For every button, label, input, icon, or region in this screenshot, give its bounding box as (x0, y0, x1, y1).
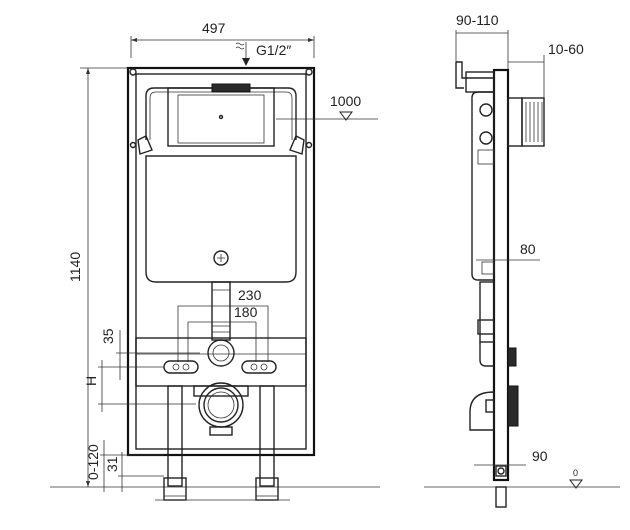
dim-90-label: 90 (532, 448, 548, 464)
frame-inner (135, 73, 307, 450)
dim-90: 90 (474, 448, 548, 466)
frame-outer (126, 66, 316, 457)
side-outlet-elbow (469, 391, 495, 431)
depth-label: 90-110 (456, 12, 499, 28)
cistern-logo-icon (213, 250, 229, 266)
dim-35: 35 (100, 328, 200, 380)
anchor-slot-left (163, 360, 199, 374)
dim-h-label: H (83, 376, 99, 386)
dim-180-label: 180 (234, 304, 258, 320)
side-frame (492, 68, 510, 482)
depth-dimension: 90-110 (455, 12, 509, 78)
level-1000-marker: 1000 (276, 93, 378, 121)
dim-230-label: 230 (238, 287, 262, 303)
inlet-label: G1/2″ (256, 42, 291, 58)
level-1000-label: 1000 (330, 93, 361, 109)
dim-31: 31 (104, 452, 164, 492)
leg-right (259, 385, 275, 487)
front-view: 497 G1/2″ 1140 (50, 20, 380, 501)
inlet-arrow-icon (242, 58, 250, 66)
flush-plate-wall (507, 97, 523, 147)
cistern-tank (145, 155, 297, 283)
width-dimension: 497 (130, 20, 315, 58)
side-cistern (471, 91, 495, 281)
dim-80-label: 80 (520, 241, 536, 257)
dim-230: 230 (177, 287, 269, 362)
anchor-slot-right (241, 360, 277, 374)
dim-h: H (83, 360, 196, 412)
zero-label: 0 (573, 468, 578, 478)
dim-35-label: 35 (100, 328, 116, 344)
dim-31-label: 31 (104, 456, 120, 472)
wall-dimension: 10-60 (508, 41, 584, 100)
top-right-bolt (305, 68, 313, 76)
water-wave-icon (235, 42, 245, 50)
drain-pipe (211, 281, 231, 341)
flush-mechanism (167, 87, 275, 147)
leg-left (167, 385, 183, 487)
top-left-bolt (129, 68, 137, 76)
zero-triangle-icon (569, 479, 583, 489)
outlet-elbow (198, 382, 244, 428)
height-label: 1140 (67, 252, 83, 282)
dim-0-120: 0-120 (85, 440, 164, 492)
dim-80: 80 (476, 241, 540, 261)
wall-label: 10-60 (548, 41, 584, 57)
level-triangle-icon (339, 111, 353, 121)
width-label: 497 (202, 20, 226, 36)
zero-level-marker: 0 (569, 468, 583, 489)
dim-0-120-label: 0-120 (85, 444, 101, 480)
dim-180: 180 (187, 304, 258, 362)
bolt-connector (207, 339, 235, 367)
water-inlet-marker: G1/2″ (235, 42, 291, 66)
side-view: 90-110 10-60 80 (424, 12, 620, 508)
height-dimension: 1140 (67, 67, 128, 487)
